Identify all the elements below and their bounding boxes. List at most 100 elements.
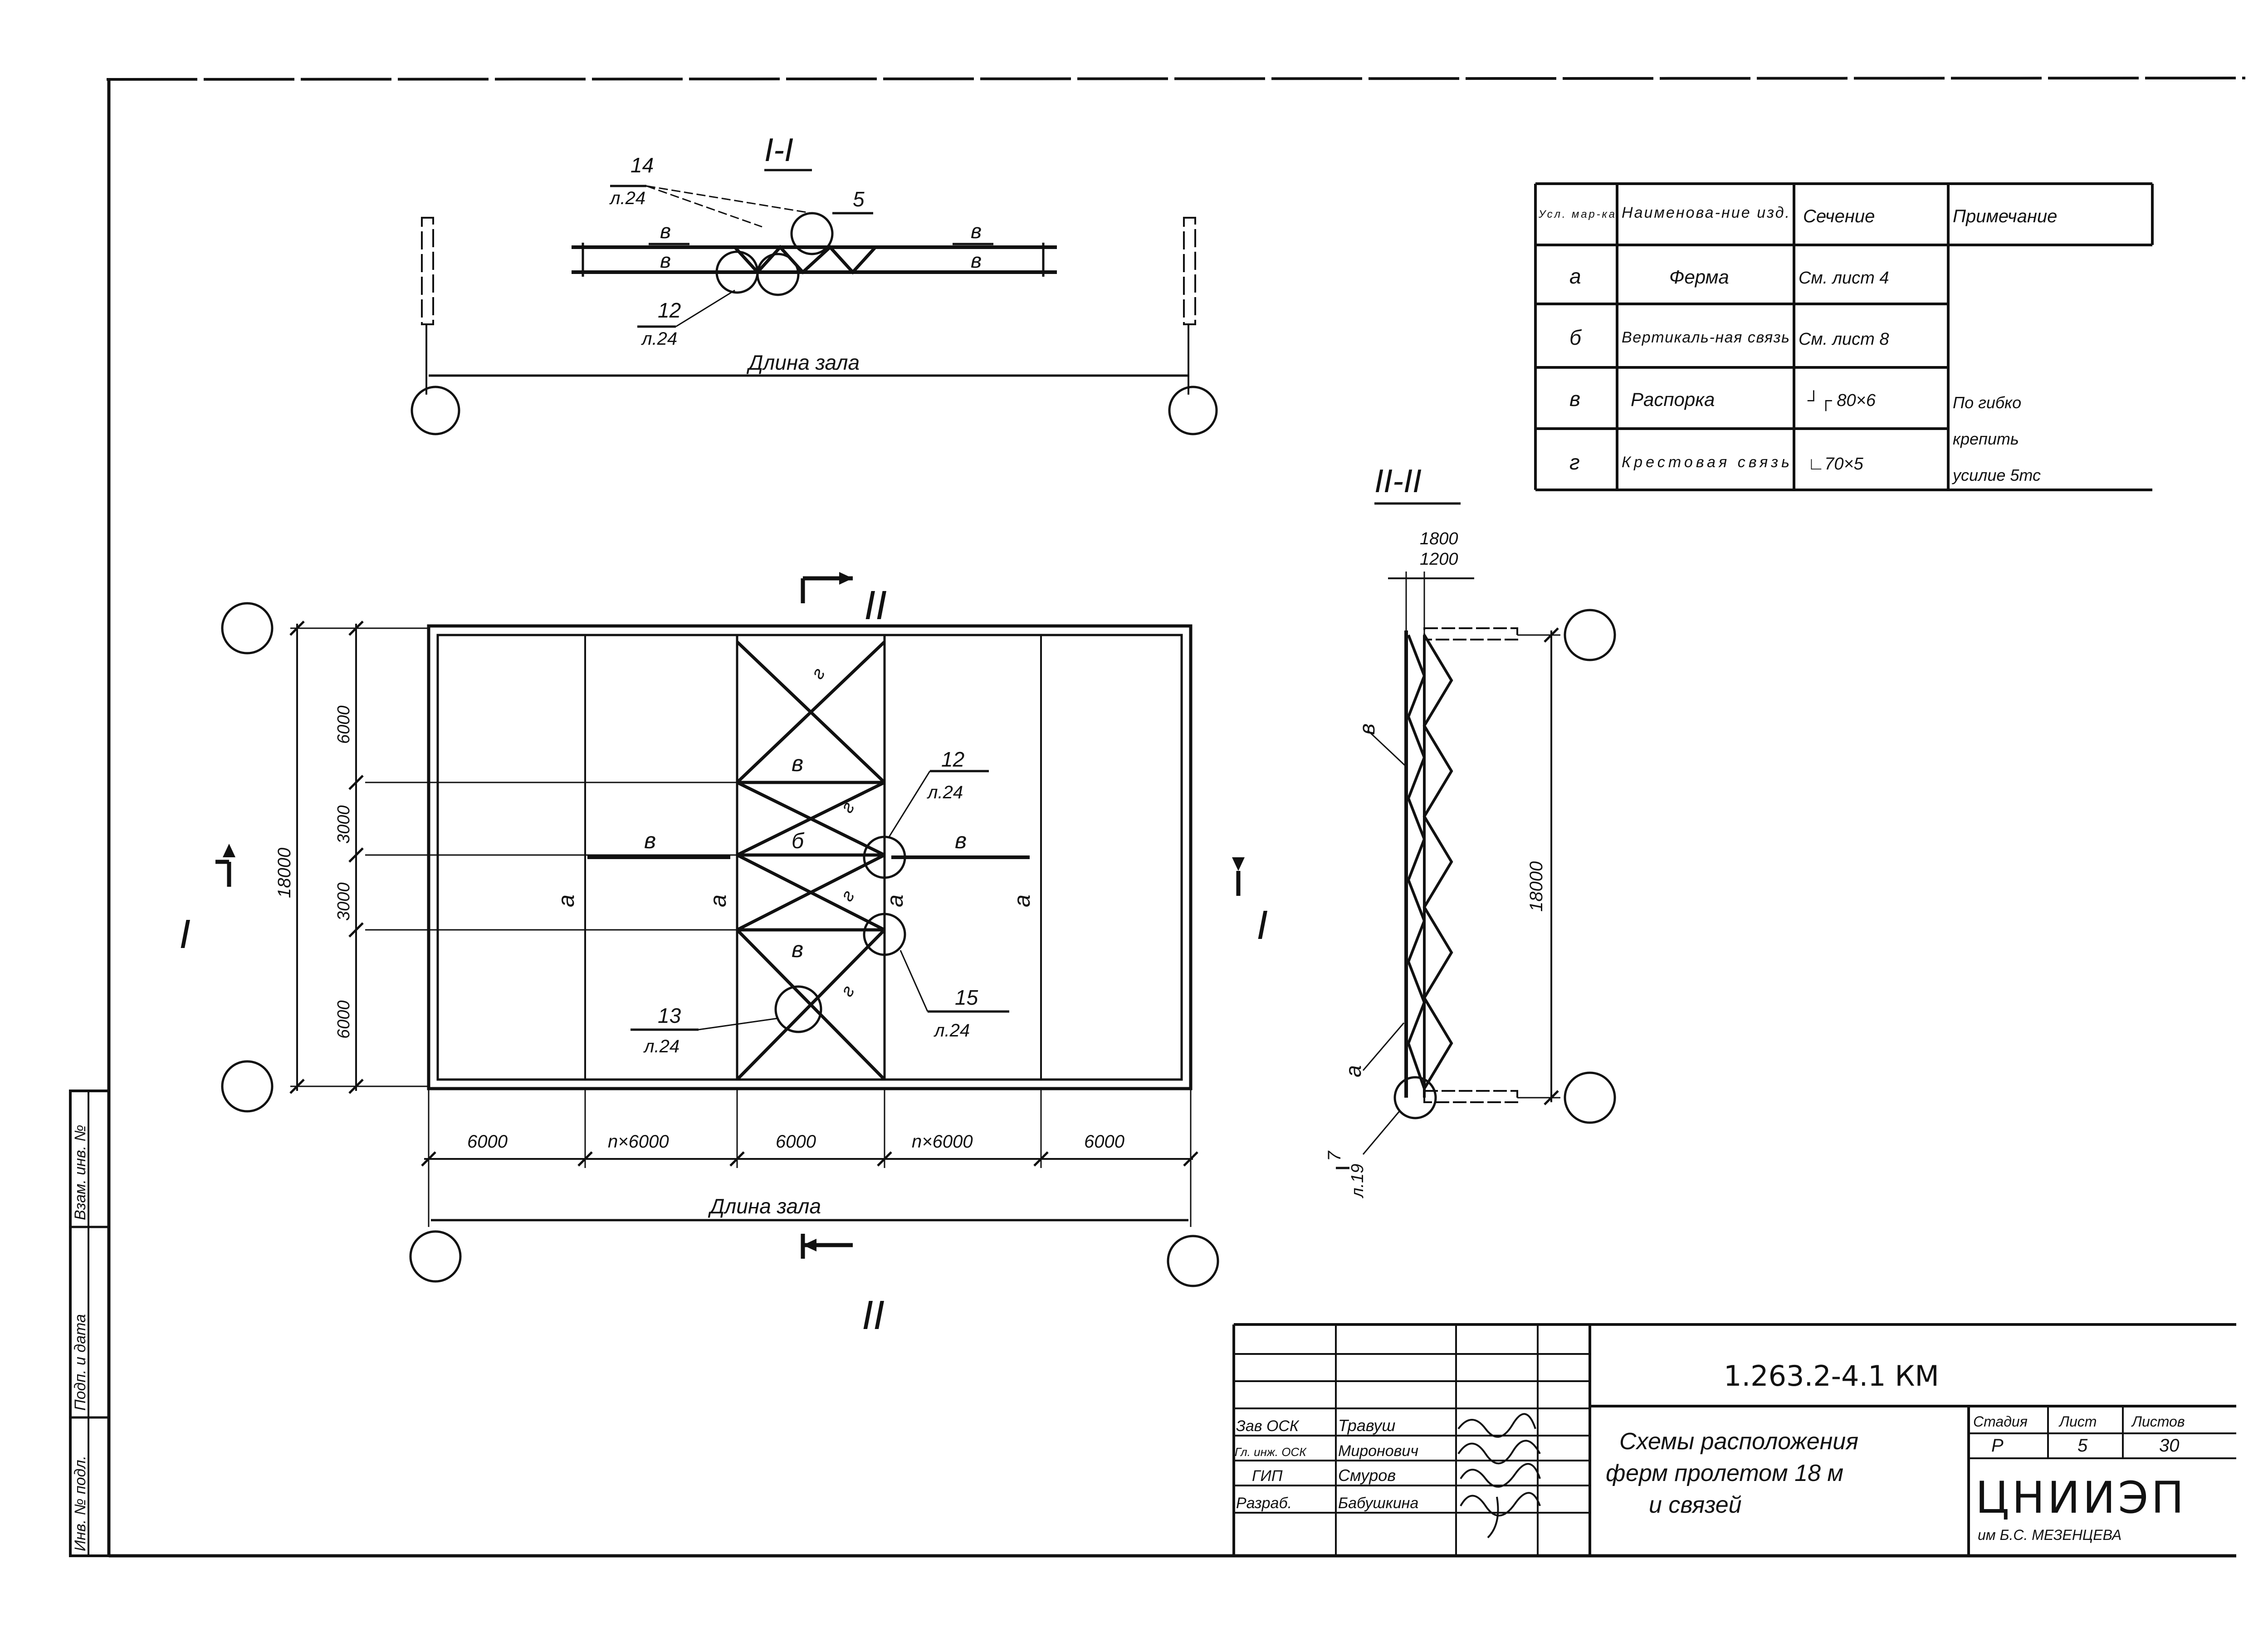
org-subtitle: им Б.С. МЕЗЕНЦЕВА [1978, 1527, 2121, 1543]
spec-row-section: См. лист 8 [1799, 330, 1889, 349]
axis-bubble [221, 1060, 274, 1113]
plan-member-v-upper: в [792, 751, 803, 776]
axis-bubble [1564, 609, 1616, 661]
spec-row-mark: в [1569, 387, 1580, 410]
spec-row-name: Распорка [1631, 389, 1715, 410]
s2-callout-7-sheet: л.19 [1348, 1164, 1367, 1198]
spec-header-mark: Усл. мар-ка [1538, 208, 1615, 220]
spec-row-mark: б [1569, 326, 1582, 349]
stamp-replace-inv: Взам. инв. № [72, 1125, 89, 1220]
section-2-view: II-II 1800 1200 18000 в а 7 л.19 [1325, 463, 1616, 1198]
section-1-title: I-I [764, 132, 793, 168]
axis-bubble [221, 602, 274, 655]
s1-strut-right-top: в [971, 219, 982, 243]
s1-callout-14: 14 [631, 153, 654, 177]
staff-name: Бабушкина [1338, 1495, 1418, 1512]
plan-dim-v3: 3000 [334, 882, 353, 921]
s1-strut-left-top: в [660, 219, 671, 243]
s1-hall-length: Длина зала [746, 351, 860, 374]
plan-dim-h2: n×6000 [608, 1132, 669, 1152]
plan-dim-total-vertical: 18000 [274, 848, 294, 898]
spec-note-line: усилие 5тс [1951, 466, 2041, 484]
spec-row-section: ┘┌ 80×6 [1807, 390, 1876, 411]
plan-dim-v4: 6000 [334, 1000, 353, 1039]
plan-callout-13-sheet: л.24 [643, 1036, 679, 1056]
plan-callout-12: 12 [941, 748, 964, 771]
stamp-inv-no: Инв. № подл. [72, 1456, 89, 1551]
spec-row-section: ∟70×5 [1808, 454, 1864, 474]
plan-cross-g: г [837, 887, 859, 904]
plan-dim-v1: 6000 [334, 705, 353, 744]
staff-role: ГИП [1252, 1467, 1283, 1485]
spec-row-mark: г [1569, 450, 1580, 474]
doc-title-line: и связей [1649, 1492, 1742, 1518]
spec-row-name: Вертикаль-ная связь [1622, 329, 1789, 346]
plan-callout-12-sheet: л.24 [927, 782, 963, 802]
staff-name: Травуш [1338, 1416, 1395, 1435]
spec-header-name: Наименова-ние изд. [1622, 204, 1789, 221]
section-mark-left: I [179, 912, 191, 957]
spec-row-name: Ферма [1669, 266, 1729, 288]
stamp-sign-date: Подп. и дата [72, 1314, 89, 1411]
doc-title-line: ферм пролетом 18 м [1606, 1460, 1843, 1486]
plan-dim-v2: 3000 [334, 805, 353, 844]
spec-header-section: Сечение [1803, 206, 1875, 226]
plan-dim-h1: 6000 [467, 1132, 508, 1152]
spec-note-line: По гибко [1953, 393, 2021, 412]
axis-bubble [1168, 386, 1218, 435]
axis-bubble [411, 386, 460, 435]
axis-bubble [1167, 1235, 1219, 1287]
s2-dim-top1: 1800 [1420, 529, 1458, 548]
stage-value: Р [1991, 1436, 2004, 1456]
s1-callout-5: 5 [853, 187, 865, 211]
plan-view: II II I I в в в в б а а а а г г г г 12 л… [179, 572, 1268, 1338]
s2-dim-top2: 1200 [1420, 550, 1458, 569]
axis-bubble [1564, 1071, 1616, 1124]
plan-hall-length: Длина зала [708, 1194, 821, 1218]
plan-truss-a: а [1009, 894, 1035, 907]
plan-truss-a: а [882, 894, 908, 907]
s1-strut-left-bottom: в [660, 249, 671, 272]
sheet-value: 5 [2077, 1436, 2088, 1456]
s1-strut-right-bottom: в [971, 249, 982, 272]
plan-callout-13: 13 [658, 1004, 681, 1027]
spec-header-note: Примечание [1953, 206, 2057, 226]
title-block: 1.263.2-4.1 КМ Схемы расположения ферм п… [1232, 1323, 2236, 1556]
section-mark-right: I [1256, 903, 1268, 948]
sheets-value: 30 [2159, 1436, 2180, 1456]
plan-truss-a: а [705, 894, 731, 907]
spec-note-line: крепить [1953, 430, 2019, 448]
doc-code: 1.263.2-4.1 КМ [1724, 1359, 1939, 1393]
doc-title-line: Схемы расположения [1619, 1428, 1858, 1455]
s1-callout-12-sheet: л.24 [641, 329, 677, 349]
staff-role: Разраб. [1236, 1495, 1292, 1512]
sheets-label: Листов [2131, 1413, 2185, 1430]
spec-row-mark: а [1569, 264, 1581, 288]
spec-row-section: См. лист 4 [1799, 269, 1889, 288]
s1-callout-12: 12 [658, 298, 681, 322]
plan-callout-15-sheet: л.24 [934, 1021, 970, 1041]
plan-cross-g: г [807, 665, 829, 682]
section-1-view: I-I 14 л.24 5 12 л.24 в в [411, 132, 1218, 435]
plan-member-v-left: в [644, 828, 656, 853]
s2-callout-7: 7 [1325, 1150, 1344, 1161]
plan-dim-h4: n×6000 [912, 1132, 973, 1152]
axis-bubble [409, 1230, 462, 1283]
plan-cross-g: г [837, 982, 859, 1000]
s1-callout-14-sheet: л.24 [609, 188, 645, 208]
plan-member-b: б [792, 829, 805, 853]
section-mark-top: II [864, 583, 887, 628]
plan-callout-15: 15 [955, 986, 978, 1009]
staff-name: Миронович [1338, 1442, 1418, 1460]
spec-table: Усл. мар-ка Наименова-ние изд. Сечение П… [1534, 182, 2154, 491]
side-stamp: Инв. № подл. Подп. и дата Взам. инв. № [69, 1090, 110, 1557]
sheet-label: Лист [2058, 1413, 2097, 1430]
staff-role: Гл. инж. ОСК [1235, 1445, 1307, 1459]
staff-role: Зав ОСК [1236, 1417, 1300, 1435]
s2-label-v: в [1355, 723, 1379, 735]
plan-member-v-lower: в [792, 937, 803, 962]
plan-member-v-right: в [955, 828, 967, 853]
org-name: ЦНИИЭП [1975, 1472, 2187, 1523]
stage-label: Стадия [1973, 1413, 2028, 1430]
